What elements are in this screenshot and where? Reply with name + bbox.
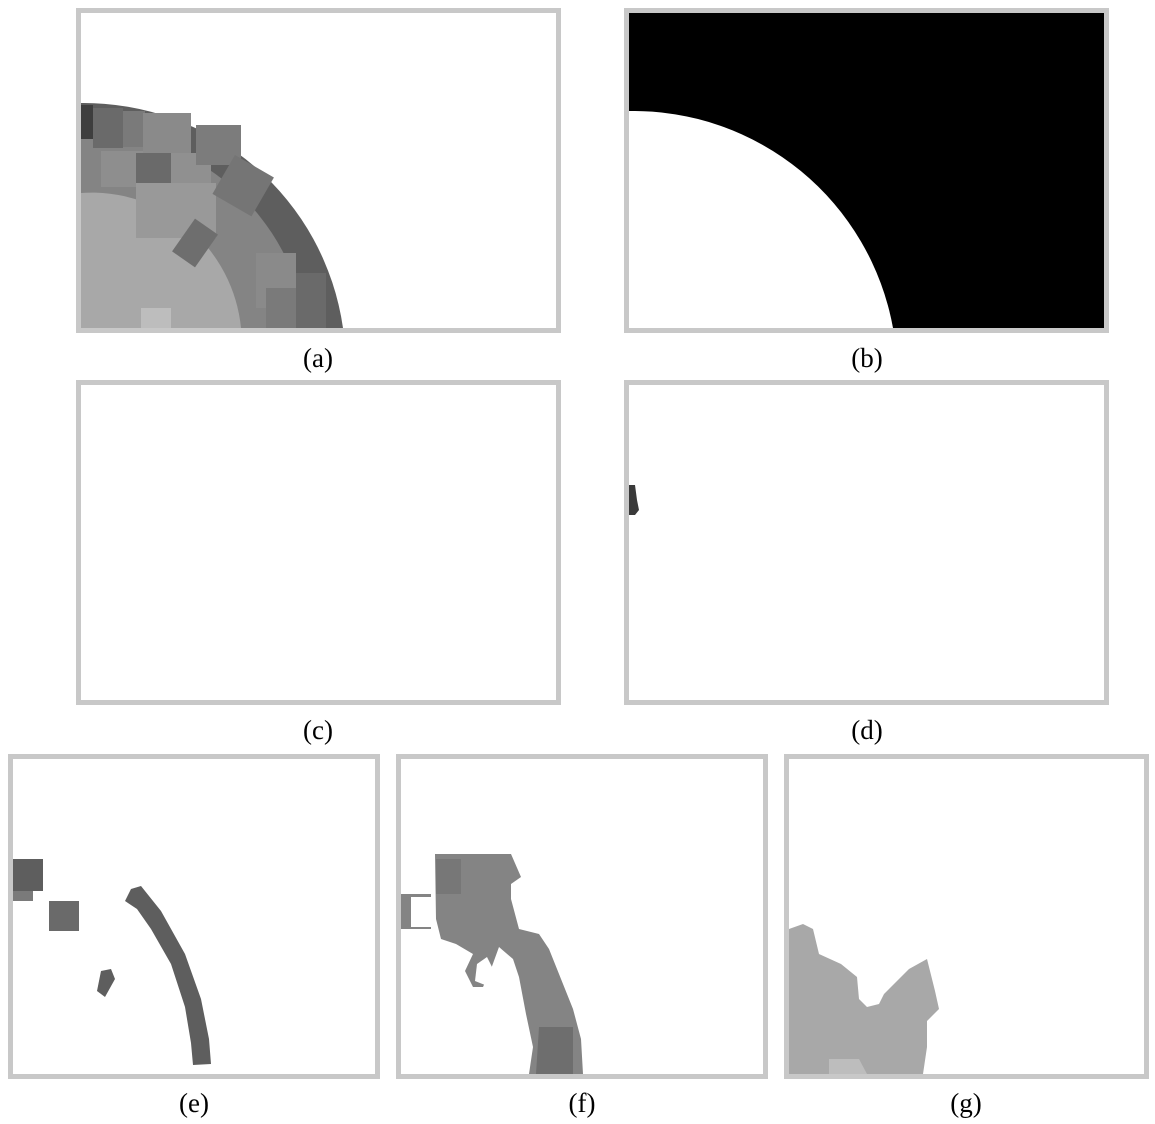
- caption-g: (g): [950, 1088, 982, 1118]
- panel-c-image: [81, 385, 556, 700]
- panel-f: [396, 754, 768, 1079]
- panel-a-image: [81, 102, 343, 328]
- panel-b: [624, 8, 1109, 333]
- panel-b-image: [629, 13, 1104, 328]
- caption-b: (b): [851, 343, 883, 373]
- panel-e: [8, 754, 380, 1079]
- panel-a: [76, 8, 561, 333]
- caption-c: (c): [303, 715, 333, 745]
- caption-f: (f): [568, 1088, 596, 1118]
- panel-c: [76, 380, 561, 705]
- panel-e-image: [13, 859, 211, 1065]
- caption-e: (e): [179, 1088, 209, 1118]
- panel-f-image: [401, 854, 583, 1074]
- panel-d-image: [629, 485, 639, 515]
- caption-a: (a): [303, 343, 333, 373]
- panel-g: [784, 754, 1149, 1079]
- panel-g-image: [789, 924, 939, 1074]
- caption-d: (d): [851, 715, 883, 745]
- panel-d: [624, 380, 1109, 705]
